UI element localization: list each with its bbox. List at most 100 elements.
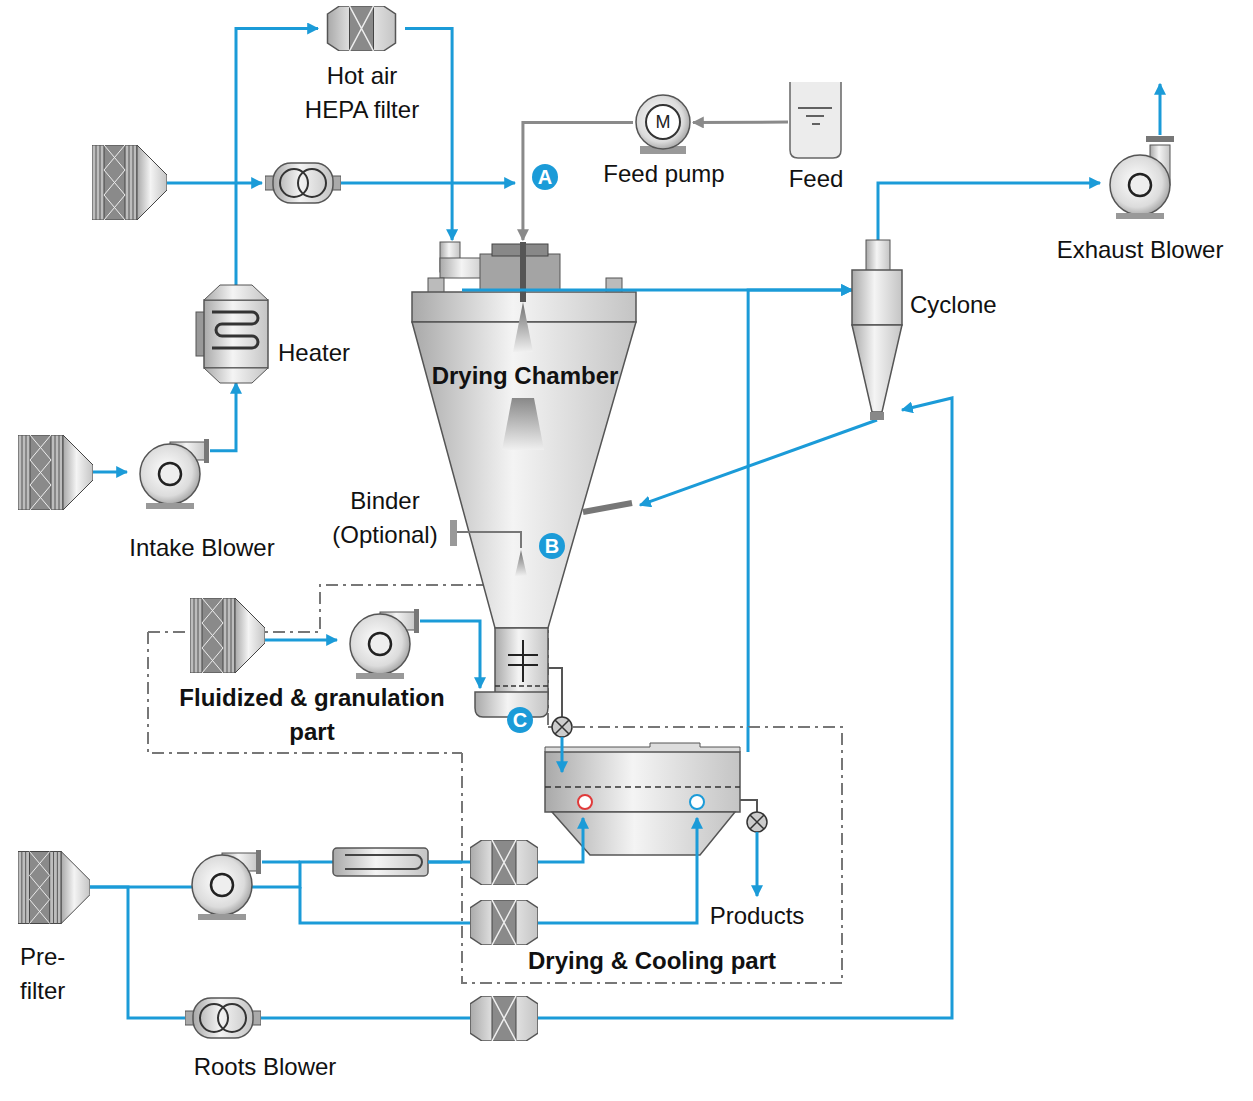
hepa-filter: Hot air HEPA filter — [318, 2, 405, 55]
atomizing-air-line — [167, 182, 262, 185]
heater-symbol — [204, 300, 268, 368]
hepa-filter-symbol — [328, 6, 396, 51]
drying-chamber-symbol — [583, 503, 632, 512]
vibrating-bed-symbol — [578, 795, 592, 809]
granulation-air-line — [190, 598, 480, 688]
cyclone: Cyclone — [852, 240, 902, 420]
exhaust-blower: Exhaust Blower — [1100, 135, 1180, 225]
flow-line — [693, 121, 788, 124]
vibrating-bed-symbol — [552, 812, 735, 855]
drying-air-line — [333, 848, 428, 876]
granulation-air-line — [190, 598, 265, 673]
granulation-air-line — [265, 639, 337, 642]
node-label: Hot air HEPA filter — [298, 59, 426, 127]
heater-symbol — [212, 312, 258, 348]
drying-chamber-symbol — [515, 550, 527, 576]
exhaust-blower-symbol — [1146, 136, 1174, 142]
intake-blower-symbol — [140, 439, 209, 509]
drying-air-line — [538, 818, 697, 923]
node-label: Drying & Cooling part — [462, 944, 842, 978]
atomizing-air-line — [265, 163, 341, 203]
node-label: Cyclone — [910, 288, 1020, 322]
fluid-bed-symbol — [548, 668, 562, 717]
drying-air-line — [470, 900, 538, 945]
drying-air-line — [192, 850, 261, 920]
drying-air-line — [470, 840, 538, 885]
flow-line — [878, 183, 1100, 240]
feed-pump-symbol — [636, 95, 690, 154]
heater-symbol — [204, 368, 268, 383]
node-label: Roots Blower — [175, 1050, 355, 1084]
drying-chamber-symbol — [513, 302, 533, 352]
flow-line — [210, 383, 236, 451]
pre-filter-symbol — [18, 852, 90, 924]
cyclone-symbol — [870, 412, 884, 420]
drying-air-line — [345, 855, 422, 869]
drying-chamber-symbol — [502, 398, 544, 450]
callout-letter: A — [532, 164, 558, 190]
hepa-filter-symbol — [328, 6, 396, 51]
heater: Heater — [200, 285, 272, 383]
node-label: Pre- filter — [20, 940, 95, 1008]
conveying-air-filter — [470, 996, 538, 1041]
node-label: Intake Blower — [107, 531, 297, 565]
drying-air-line — [262, 861, 300, 864]
flow-line — [640, 420, 877, 505]
granulation-air-line — [350, 609, 419, 679]
vibrating-bed-symbol — [740, 800, 757, 812]
atomizing-air-line — [341, 182, 515, 185]
vibrating-bed-symbol — [561, 737, 564, 772]
feed-tank-symbol — [790, 82, 841, 158]
vibrating-bed-symbol — [690, 795, 704, 809]
roots-blower-symbol — [185, 998, 261, 1038]
callout-letter: C — [507, 707, 533, 733]
drying-chamber-symbol — [412, 242, 640, 628]
node-label: Heater — [278, 336, 378, 370]
vibrating-bed-symbol — [545, 727, 767, 896]
exhaust-blower-symbol — [1159, 84, 1162, 135]
intake-filter — [18, 435, 127, 510]
vibrating-bed-symbol — [545, 786, 740, 788]
node-label: Feed — [766, 162, 866, 196]
cyclone-symbol — [866, 240, 890, 272]
exhaust-blower-symbol — [1110, 155, 1170, 215]
fluid-bed-symbol — [475, 628, 572, 737]
node-label: Fluidized & granulation part — [162, 681, 462, 749]
feed-tank: Feed — [788, 80, 843, 158]
vibrating-bed-symbol — [747, 727, 750, 752]
intake-blower: Intake Blower — [130, 430, 210, 510]
binder-label: Binder (Optional) — [318, 484, 452, 552]
drying-chamber: Drying Chamber — [410, 240, 640, 630]
intake-filter — [18, 435, 93, 510]
flow-line — [236, 29, 318, 286]
drying-cooling-region: Drying & Cooling part — [462, 727, 842, 983]
granulation-air-line — [420, 621, 480, 688]
flow-line — [748, 290, 852, 727]
node-label: Exhaust Blower — [1045, 233, 1235, 267]
fluid-bed-symbol — [552, 717, 572, 737]
flow-line — [90, 887, 185, 1018]
intake-filter — [93, 471, 127, 474]
node-label: Feed pump — [589, 157, 739, 191]
roots-blower: Roots Blower — [185, 995, 261, 1041]
fluid-bed-symbol — [495, 685, 548, 687]
vibrating-bed-symbol — [545, 752, 740, 812]
vibrating-bed-symbol — [750, 815, 764, 829]
cyclone-symbol — [852, 325, 902, 412]
exhaust-blower-symbol — [1129, 174, 1151, 196]
fluid-bed-symbol — [555, 720, 569, 734]
granulation-region: Fluidized & granulation part — [148, 585, 548, 753]
cyclone-symbol — [852, 270, 902, 325]
feed-tank-symbol — [790, 82, 841, 158]
feed-tank-symbol — [798, 108, 832, 124]
vibrating-bed-symbol — [747, 812, 767, 832]
drying-air-line — [192, 818, 697, 945]
drying-chamber-symbol — [520, 242, 526, 302]
node-label: Drying Chamber — [410, 359, 640, 393]
motor-mark: M — [651, 110, 675, 134]
fluid-bed-symbol — [508, 640, 538, 682]
vibrating-bed-symbol — [756, 832, 759, 896]
cyclone-symbol — [852, 240, 902, 420]
